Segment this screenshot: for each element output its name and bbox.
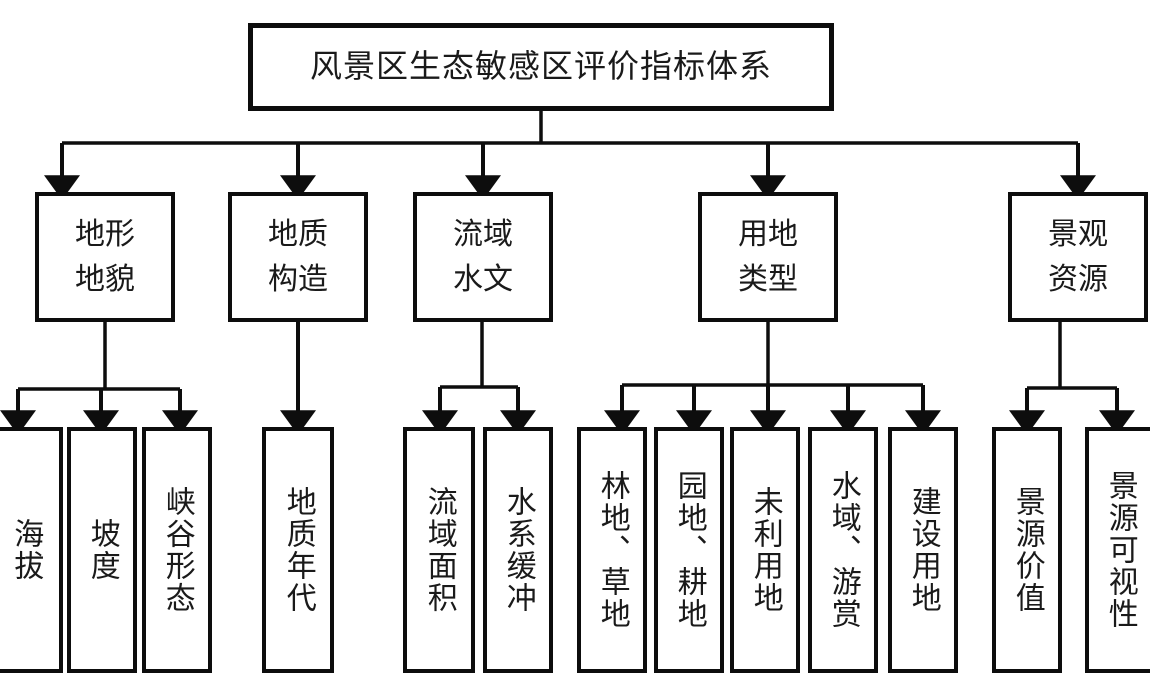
node-leaf-scenic-value[interactable]: 景源价值 [992, 427, 1062, 673]
node-leaf-basin-area[interactable]: 流域面积 [403, 427, 475, 673]
node-leaf-valley-form[interactable]: 峡谷形态 [142, 427, 212, 673]
node-leaf-garden-farm[interactable]: 园地、耕地 [654, 427, 724, 673]
node-leaf-altitude[interactable]: 海拔 [0, 427, 63, 673]
node-leaf-unused-land-label: 未利用地 [747, 486, 783, 614]
node-leaf-water-buffer[interactable]: 水系缓冲 [483, 427, 553, 673]
hydrology-connectors [422, 322, 536, 435]
landuse-connectors [604, 322, 941, 435]
node-leaf-construction-land[interactable]: 建设用地 [888, 427, 958, 673]
node-leaf-water-buffer-label: 水系缓冲 [500, 486, 536, 614]
node-category-landscape[interactable]: 景观 资源 [1008, 192, 1148, 322]
landscape-connectors [1009, 322, 1135, 435]
node-leaf-garden-farm-label: 园地、耕地 [671, 470, 707, 630]
node-category-hydrology[interactable]: 流域 水文 [413, 192, 553, 322]
node-leaf-valley-form-label: 峡谷形态 [159, 486, 195, 614]
node-leaf-slope-label: 坡度 [84, 518, 120, 582]
node-category-hydrology-label: 流域 水文 [453, 217, 513, 297]
node-leaf-scenic-visibility-label: 景源可视性 [1102, 470, 1138, 630]
node-leaf-slope[interactable]: 坡度 [67, 427, 137, 673]
node-leaf-basin-area-label: 流域面积 [421, 486, 457, 614]
node-leaf-forest-grass-label: 林地、草地 [594, 470, 630, 630]
node-category-landscape-label: 景观 资源 [1048, 217, 1108, 297]
node-leaf-scenic-value-label: 景源价值 [1009, 486, 1045, 614]
node-leaf-forest-grass[interactable]: 林地、草地 [577, 427, 647, 673]
terrain-connectors [0, 322, 198, 435]
node-leaf-scenic-visibility[interactable]: 景源可视性 [1085, 427, 1150, 673]
root-to-category-arrows [44, 143, 1096, 200]
node-category-terrain-label: 地形 地貌 [75, 217, 135, 297]
node-category-geology-label: 地质 构造 [268, 217, 328, 297]
node-leaf-water-tour-label: 水域、游赏 [825, 470, 861, 630]
node-category-geology[interactable]: 地质 构造 [228, 192, 368, 322]
node-category-terrain[interactable]: 地形 地貌 [35, 192, 175, 322]
node-leaf-geologic-age[interactable]: 地质年代 [262, 427, 334, 673]
node-leaf-water-tour[interactable]: 水域、游赏 [808, 427, 878, 673]
node-leaf-construction-land-label: 建设用地 [905, 486, 941, 614]
node-root[interactable]: 风景区生态敏感区评价指标体系 [248, 23, 834, 111]
node-leaf-unused-land[interactable]: 未利用地 [730, 427, 800, 673]
node-root-label: 风景区生态敏感区评价指标体系 [309, 47, 772, 86]
node-category-landuse[interactable]: 用地 类型 [698, 192, 838, 322]
node-leaf-geologic-age-label: 地质年代 [280, 486, 316, 614]
root-trunk [62, 110, 1078, 145]
node-leaf-altitude-label: 海拔 [8, 518, 44, 582]
node-category-landuse-label: 用地 类型 [738, 217, 798, 297]
